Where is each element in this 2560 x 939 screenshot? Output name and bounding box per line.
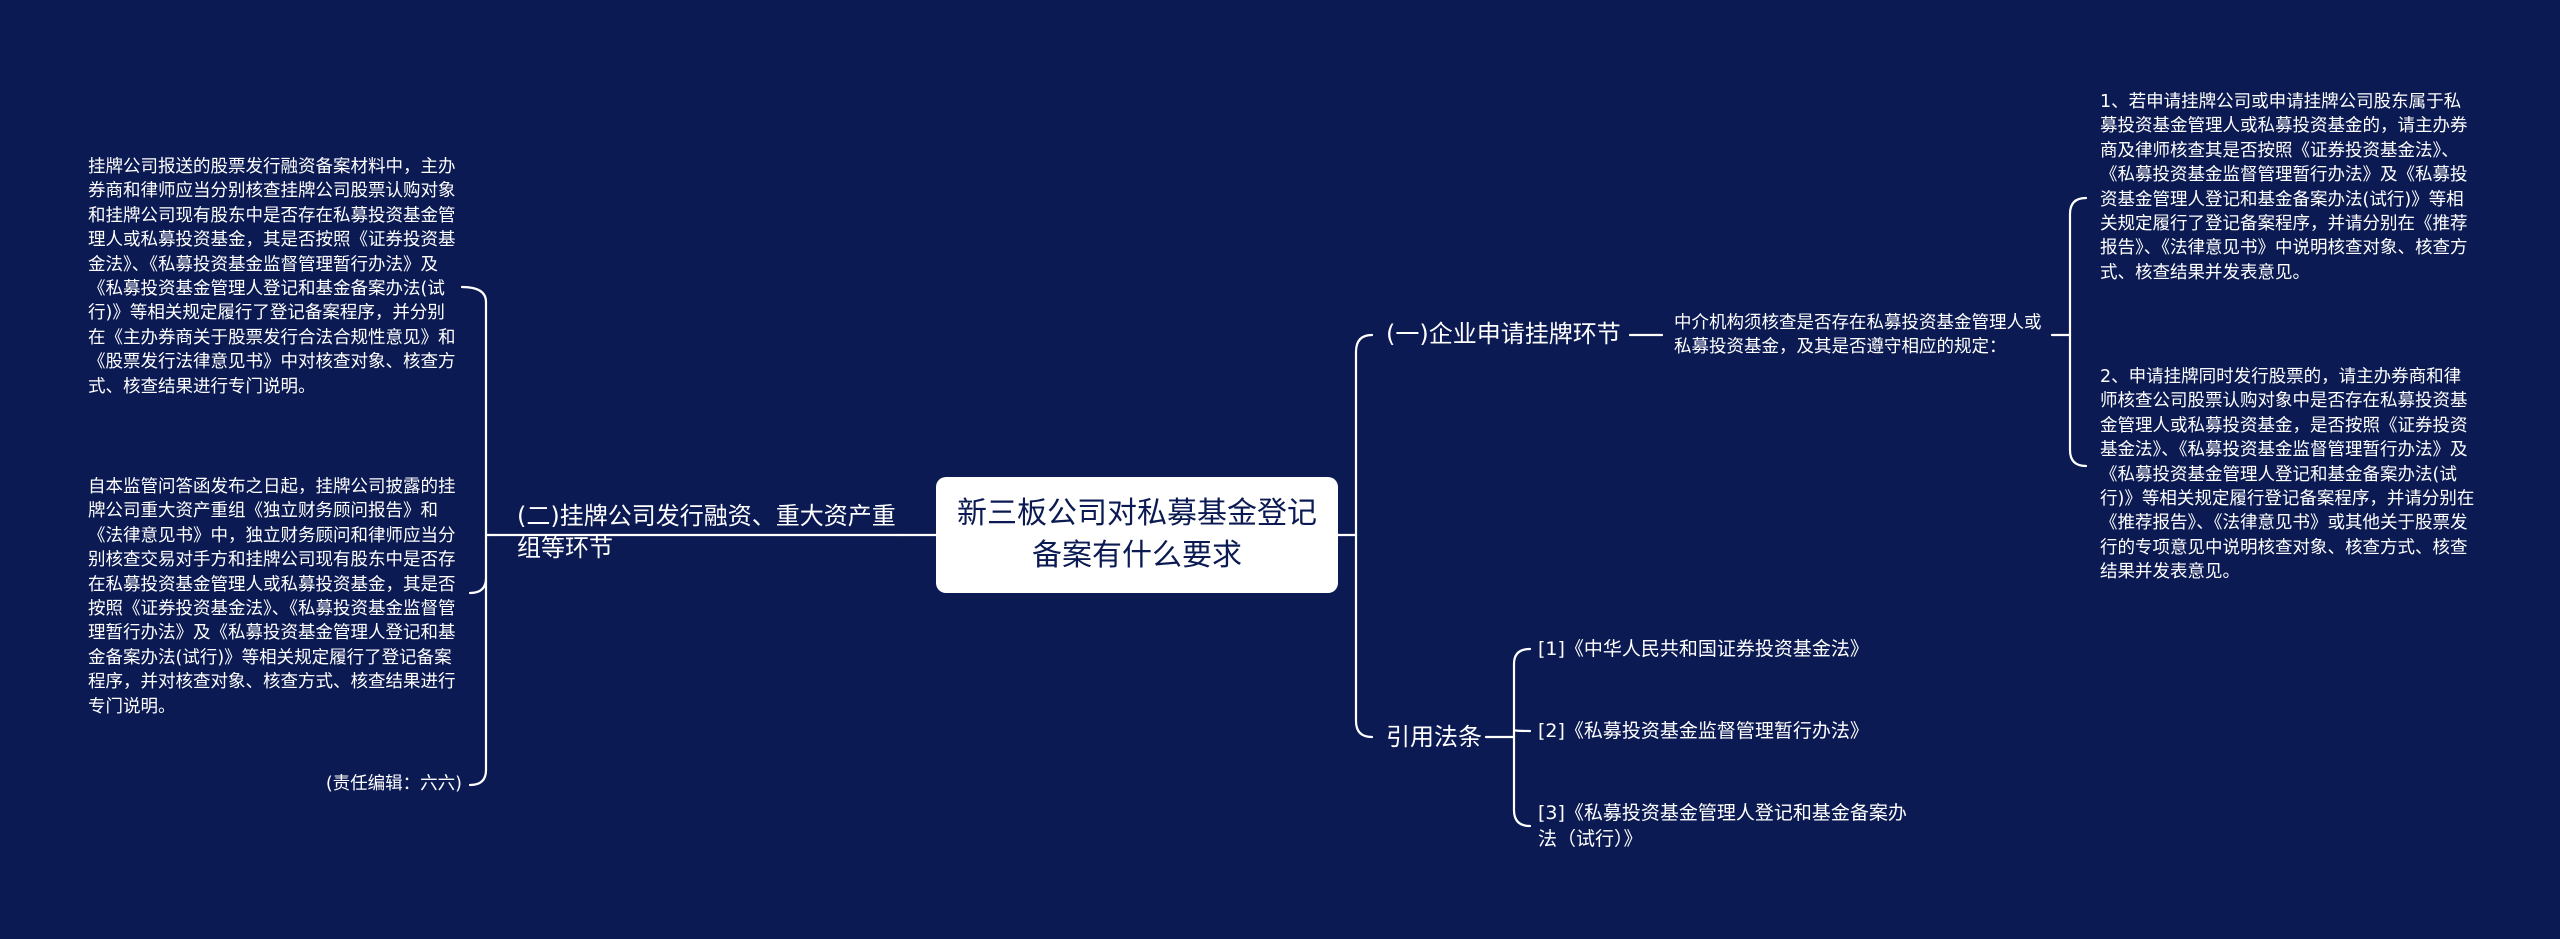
bracket-right-bottom bbox=[1512, 647, 1532, 828]
leaf-stock-issuance: 挂牌公司报送的股票发行融资备案材料中，主办券商和律师应当分别核查挂牌公司股票认购… bbox=[88, 157, 456, 397]
branch-label: (二)挂牌公司发行融资、重大资产重组等环节 bbox=[517, 502, 896, 562]
leaf-listing-issuance: 2、申请挂牌同时发行股票的，请主办券商和律师核查公司股票认购对象中是否存在私募投… bbox=[2100, 367, 2475, 583]
leaf-intermediary-check: 中介机构须核查是否存在私募投资基金管理人或私募投资基金，及其是否遵守相应的规定： bbox=[1674, 313, 2042, 358]
root-title: 新三板公司对私募基金登记备案有什么要求 bbox=[957, 496, 1317, 573]
trunk-right bbox=[1354, 333, 1374, 739]
branch-label: 引用法条 bbox=[1386, 723, 1482, 751]
leaf-editor: (责任编辑：六六) bbox=[325, 774, 462, 794]
bracket-left bbox=[460, 285, 492, 787]
branch-listing-financing: (二)挂牌公司发行融资、重大资产重组等环节 bbox=[517, 500, 897, 564]
leaf-asset-restructuring: 自本监管问答函发布之日起，挂牌公司披露的挂牌公司重大资产重组《独立财务顾问报告》… bbox=[88, 477, 456, 717]
law-item: [2]《私募投资基金监督管理暂行办法》 bbox=[1538, 720, 1869, 742]
branch-cited-laws: 引用法条 bbox=[1386, 721, 1496, 753]
bracket-right-top bbox=[2068, 196, 2088, 468]
law-item: [1]《中华人民共和国证券投资基金法》 bbox=[1538, 638, 1869, 660]
leaf-listing-shareholder: 1、若申请挂牌公司或申请挂牌公司股东属于私募投资基金管理人或私募投资基金的，请主… bbox=[2100, 92, 2468, 283]
branch-label: (一)企业申请挂牌环节 bbox=[1386, 320, 1621, 348]
branch-enterprise-listing: (一)企业申请挂牌环节 bbox=[1386, 318, 1636, 350]
law-item: [3]《私募投资基金管理人登记和基金备案办法（试行）》 bbox=[1538, 802, 1907, 850]
root-topic: 新三板公司对私募基金登记备案有什么要求 bbox=[936, 477, 1338, 593]
